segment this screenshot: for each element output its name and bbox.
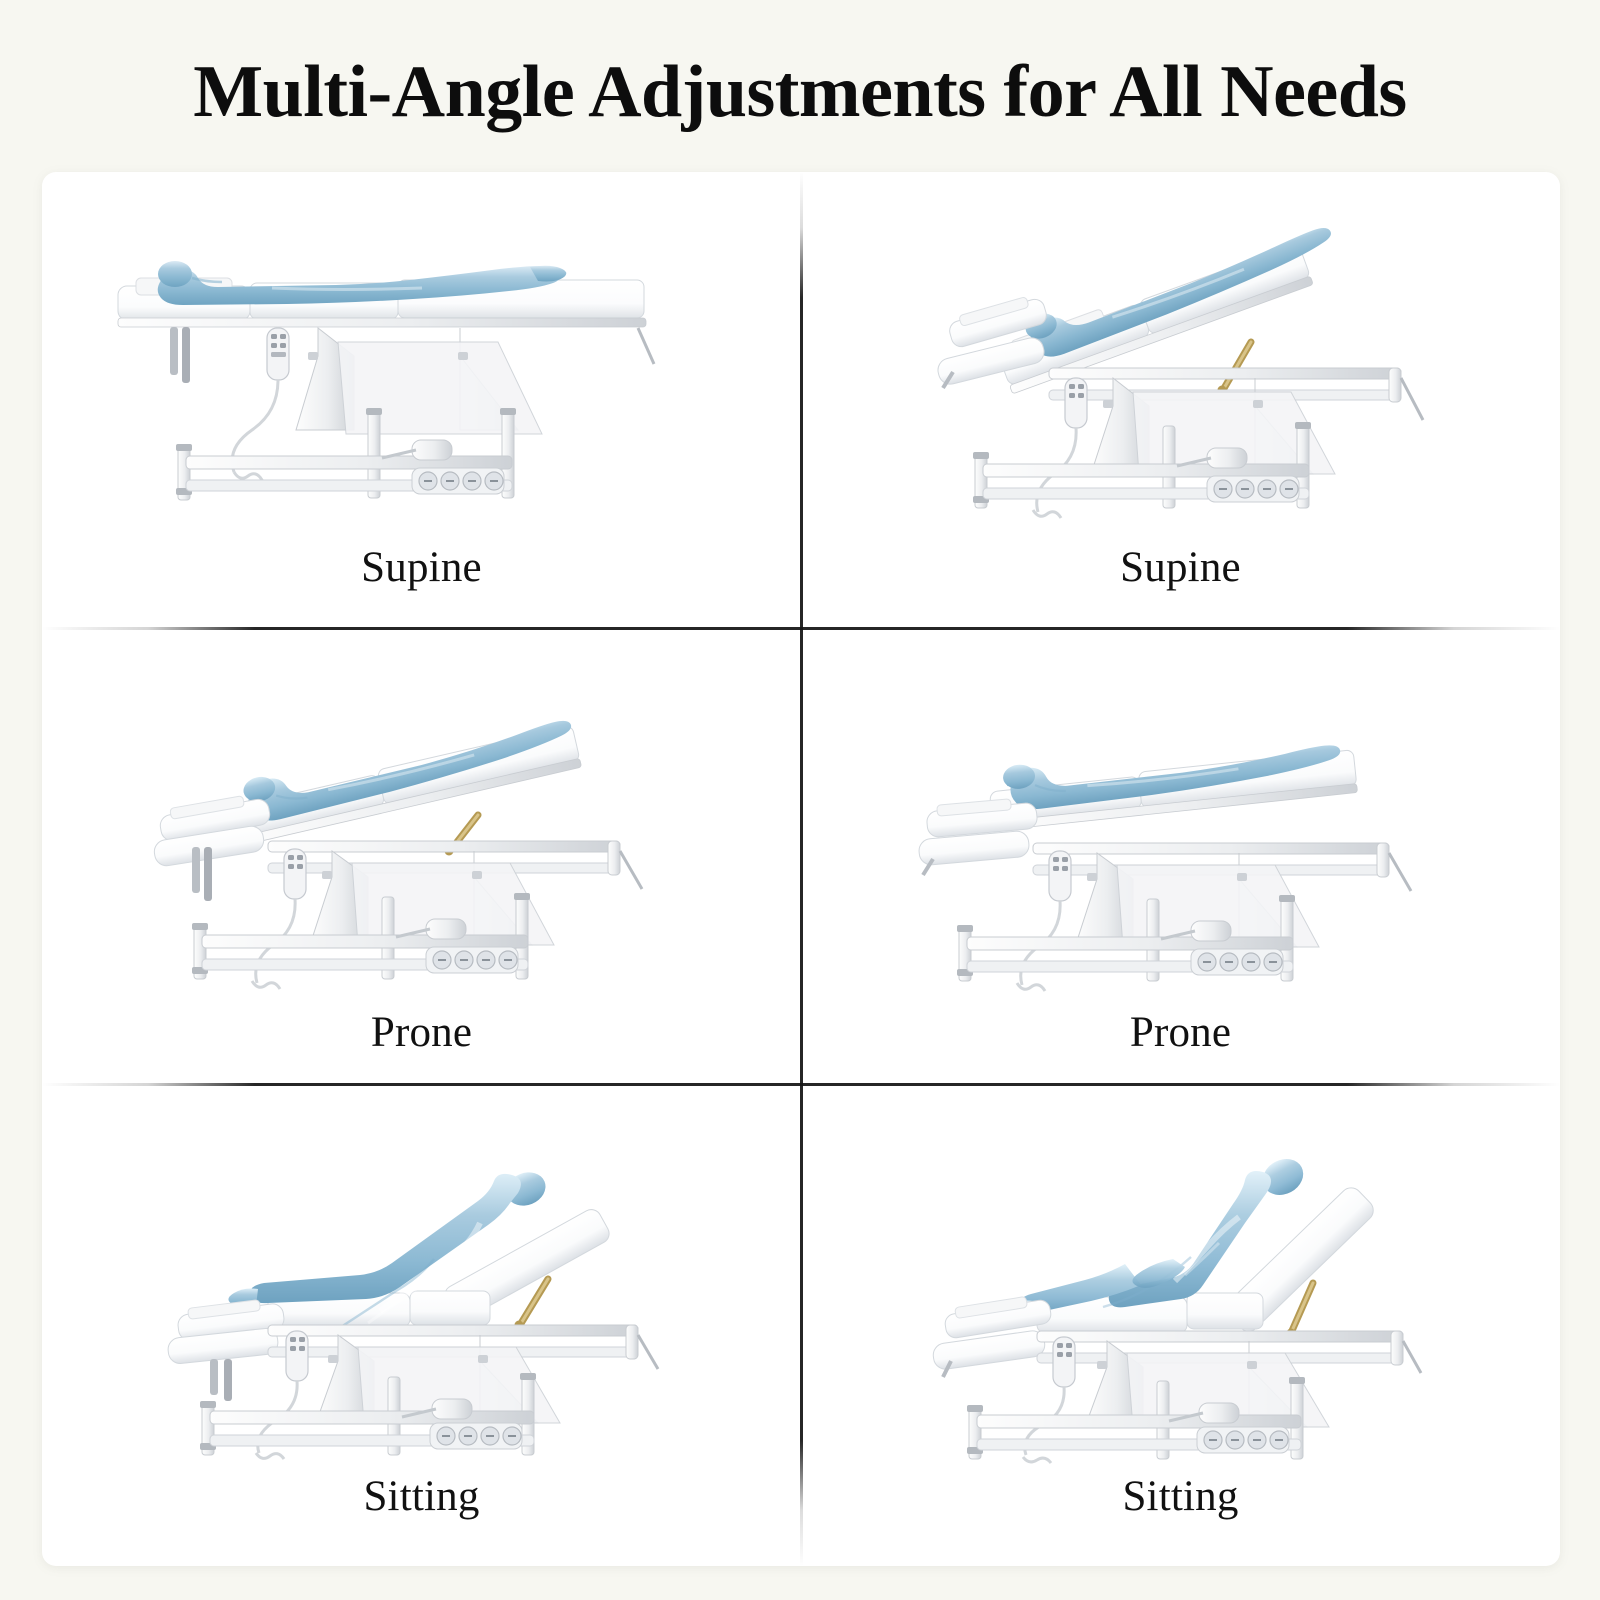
illustration-wrap-1 [42,182,801,538]
tilted-table-top [989,727,1358,831]
treatment-table-illustration-prone-flat [918,727,1412,992]
panel-label: Sitting [1122,1473,1239,1521]
mannequin-figure [1002,727,1340,809]
mannequin-figure [1003,1159,1303,1320]
foot-control-pedals[interactable] [425,946,518,974]
panel-label: Supine [361,544,482,591]
panel-label: Prone [1129,1008,1232,1056]
lift-frame [1073,851,1320,948]
panel-prone-flat[interactable]: Prone [801,637,1560,1102]
foot-control-pedals[interactable] [1196,1426,1289,1454]
treatment-table-illustration-sitting-reclined [167,1172,659,1461]
mannequin-figure [242,707,571,821]
face-cradle-and-arm-rests [937,297,1047,390]
linear-actuator [1160,920,1231,942]
illustration-wrap-5 [42,1111,801,1467]
illustration-wrap-6 [801,1111,1560,1467]
linear-actuator [395,918,466,940]
linear-actuator [1168,1402,1239,1424]
panel-label: Sitting [363,1473,480,1521]
mannequin-figure [227,1172,545,1335]
foot-control-pedals[interactable] [1206,475,1299,503]
panel-supine-flat[interactable]: Supine [42,172,801,637]
panel-sitting-upright[interactable]: Sitting [801,1101,1560,1566]
page-title: Multi-Angle Adjustments for All Needs [193,51,1407,133]
tilted-table-top [230,707,581,846]
linear-actuator [1176,447,1247,469]
release-lever [636,327,655,365]
panel-prone-tilted[interactable]: Prone [42,637,801,1102]
position-grid: Supine [42,172,1560,1566]
panel-supine-tilted[interactable]: Supine [801,172,1560,637]
mannequin-figure [157,252,566,305]
lift-frame [294,326,543,435]
treatment-table-illustration-supine-tilted [937,220,1424,519]
mannequin-figure [1025,220,1331,357]
foot-control-pedals[interactable] [411,467,504,495]
treatment-table-illustration-sitting-upright [932,1159,1422,1465]
panel-label: Prone [370,1008,473,1056]
lift-frame [1089,376,1336,475]
panel-label: Supine [1120,544,1241,591]
tilted-table-top [999,220,1331,394]
seat-and-leg-sections [1036,1292,1263,1334]
lift-frame [314,1334,561,1424]
illustration-wrap-3 [42,647,801,1003]
illustration-wrap-4 [801,647,1560,1003]
face-cradle-and-arm-rests [932,1296,1051,1379]
side-support-bar [169,327,178,375]
divider-vertical [800,172,803,1566]
lift-frame [308,849,555,946]
treatment-table-illustration-prone-tilted [153,707,643,990]
panel-card: Supine [42,172,1560,1566]
face-cradle-and-arm-rests [167,1299,284,1402]
table-top-rail [117,317,646,328]
foot-control-pedals[interactable] [1190,948,1283,976]
linear-actuator [381,439,452,461]
face-cradle-and-arm-rests [918,798,1038,876]
foot-control-pedals[interactable] [429,1422,522,1450]
lift-frame [1083,1340,1330,1428]
panel-sitting-reclined[interactable]: Sitting [42,1101,801,1566]
side-support-bar [181,327,190,383]
linear-actuator [401,1398,472,1420]
face-cradle-and-arm-rests [153,795,270,866]
treatment-table-illustration-supine-flat [117,252,655,501]
illustration-wrap-2 [801,182,1560,538]
